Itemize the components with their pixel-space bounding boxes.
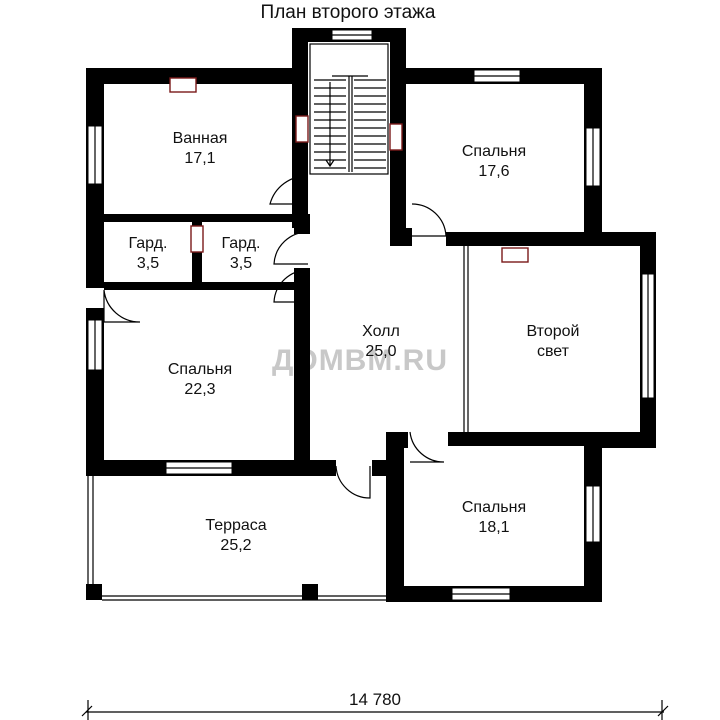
room-bedroom-ne-area: 17,6 xyxy=(478,163,509,180)
walls xyxy=(86,28,656,602)
room-second-light-line1: Второй xyxy=(527,323,580,340)
room-bedroom-w-area: 22,3 xyxy=(184,381,215,398)
room-labels: Ванная 17,1 Спальня 17,6 Гард. 3,5 Гард.… xyxy=(129,130,580,554)
room-terrace-area: 25,2 xyxy=(220,537,251,554)
room-bath-name: Ванная xyxy=(173,130,228,147)
room-bedroom-se-name: Спальня xyxy=(462,499,526,516)
room-closet-1-name: Гард. xyxy=(129,235,168,252)
room-bedroom-w-name: Спальня xyxy=(168,361,232,378)
windows xyxy=(87,29,655,601)
room-closet-1-area: 3,5 xyxy=(137,255,159,272)
vents xyxy=(169,77,529,263)
room-closet-2-name: Гард. xyxy=(222,235,261,252)
room-terrace-name: Терраса xyxy=(205,517,266,534)
thin-lines xyxy=(87,246,469,601)
dimension-label: 14 780 xyxy=(349,690,401,709)
room-closet-2-area: 3,5 xyxy=(230,255,252,272)
room-bedroom-ne-name: Спальня xyxy=(462,143,526,160)
doors xyxy=(103,175,447,499)
room-bath-area: 17,1 xyxy=(184,150,215,167)
room-hall-area: 25,0 xyxy=(365,343,396,360)
room-second-light-line2: свет xyxy=(537,343,570,360)
staircase xyxy=(309,43,389,175)
plan-title: План второго этажа xyxy=(261,2,436,23)
dimension-line: 14 780 xyxy=(81,690,669,720)
room-bedroom-se-area: 18,1 xyxy=(478,519,509,536)
room-hall-name: Холл xyxy=(362,323,400,340)
